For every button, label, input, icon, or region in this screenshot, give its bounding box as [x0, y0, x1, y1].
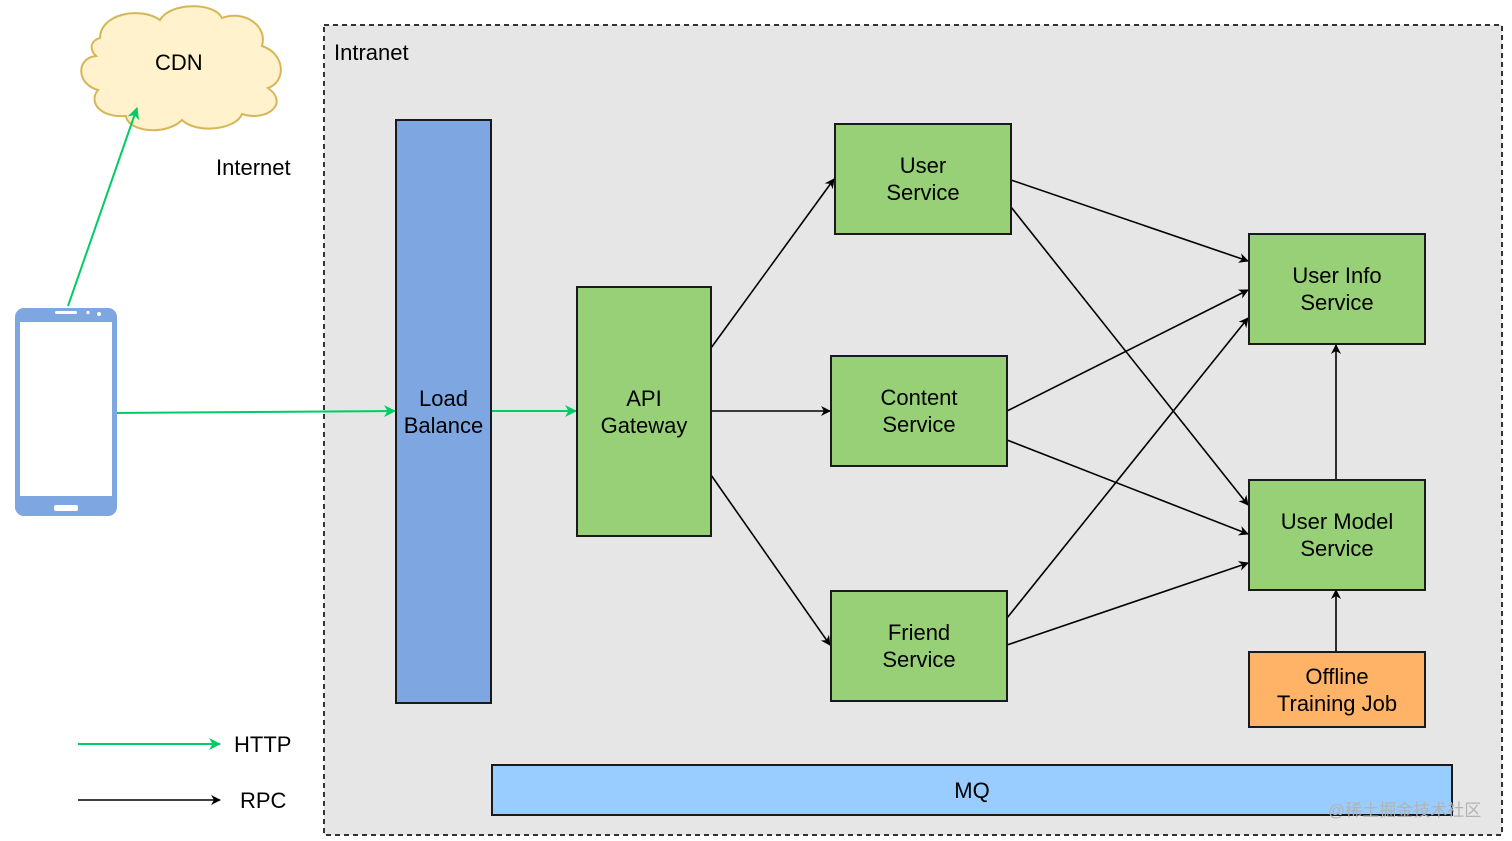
offline-training-job-node: Offline Training Job	[1248, 651, 1426, 728]
phone-icon	[15, 308, 117, 516]
user-model-service-node: User Model Service	[1248, 479, 1426, 591]
cdn-cloud	[80, 5, 282, 132]
intranet-label: Intranet	[334, 40, 409, 65]
legend-rpc-label: RPC	[240, 788, 287, 813]
rpc-gateway-to-friend-service	[710, 474, 831, 646]
friend-service-node: Friend Service	[830, 590, 1008, 702]
http-phone-to-load-balance	[116, 405, 396, 418]
rpc-content-service-to-user-model	[1006, 439, 1249, 536]
rpc-gateway-to-user-service	[710, 178, 835, 349]
rpc-friend-service-to-user-info	[1006, 317, 1249, 619]
rpc-user-service-to-user-model	[1010, 206, 1249, 506]
mq-node: MQ	[491, 764, 1453, 816]
legend-http-label: HTTP	[234, 732, 292, 757]
api-gateway-node: API Gateway	[576, 286, 712, 537]
http-phone-to-cdn	[67, 107, 140, 307]
rpc-user-service-to-user-info	[1010, 179, 1249, 263]
content-service-node: Content Service	[830, 355, 1008, 467]
rpc-friend-service-to-user-model	[1006, 561, 1249, 646]
internet-label: Internet	[216, 155, 291, 180]
watermark-text: @稀土掘金技术社区	[1328, 801, 1482, 820]
user-service-node: User Service	[834, 123, 1012, 235]
rpc-content-service-to-user-info	[1006, 289, 1249, 412]
load-balance-node: Load Balance	[395, 119, 492, 704]
user-info-service-node: User Info Service	[1248, 233, 1426, 345]
cdn-label: CDN	[155, 50, 203, 75]
